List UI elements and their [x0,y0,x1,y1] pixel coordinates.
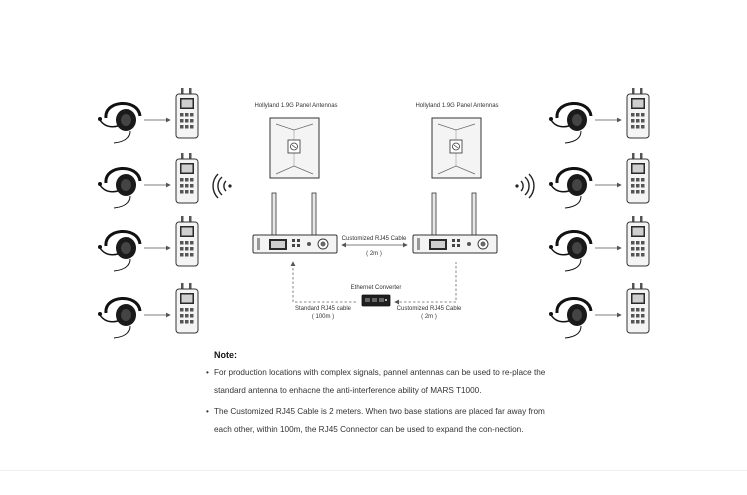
headset-icon [549,167,593,209]
beltpack-icon [175,153,199,204]
beltpack-icon [626,216,650,267]
customized-cable-link-lower [394,262,457,305]
note-text: The Customized RJ45 Cable is 2 meters. W… [214,407,545,434]
headset-icon [98,102,142,144]
wireless-signal-icon [515,173,535,199]
customized-cable-label-lower: Customized RJ45 Cable [396,306,462,312]
user-unit [549,216,650,272]
headset-icon [549,102,593,144]
user-unit [98,88,199,144]
base-station-icon [412,192,498,254]
headset-icon [98,167,142,209]
base-station-icon [252,192,338,254]
customized-cable-length-lower: ( 2m ) [421,314,437,320]
headset-icon [98,297,142,339]
user-unit [98,216,199,272]
ethernet-converter-icon [361,294,391,307]
bullet-icon: • [206,368,209,377]
antenna-label-left: Hollyland 1.9G Panel Antennas [254,103,338,109]
standard-cable-length: ( 100m ) [311,314,335,320]
bullet-icon: • [206,407,209,416]
beltpack-icon [175,216,199,267]
beltpack-icon [175,283,199,334]
standard-cable-link [290,261,356,303]
standard-cable-label: Standard RJ45 cable [294,306,352,312]
user-unit [549,88,650,144]
headset-icon [549,297,593,339]
headset-icon [98,230,142,272]
user-unit [549,283,650,339]
bottom-divider [0,470,747,471]
note-item: • For production locations with complex … [206,364,546,400]
left-user-column [98,88,199,339]
beltpack-icon [626,283,650,334]
right-user-column [549,88,650,339]
antenna-label-right: Hollyland 1.9G Panel Antennas [415,103,499,109]
ethernet-converter-label: Ethernet Converter [350,285,402,291]
panel-antenna-icon [269,117,320,179]
headset-icon [549,230,593,272]
user-unit [549,153,650,209]
note-title: Note: [214,350,237,360]
note-text: For production locations with complex si… [214,368,546,395]
user-unit [98,153,199,209]
beltpack-icon [626,88,650,139]
user-unit [98,283,199,339]
customized-cable-label: Customized RJ45 Cable [341,236,407,242]
wireless-signal-icon [212,173,232,199]
beltpack-icon [175,88,199,139]
customized-cable-length: ( 2m ) [366,251,382,257]
note-item: • The Customized RJ45 Cable is 2 meters.… [206,403,546,439]
beltpack-icon [626,153,650,204]
panel-antenna-icon [431,117,482,179]
